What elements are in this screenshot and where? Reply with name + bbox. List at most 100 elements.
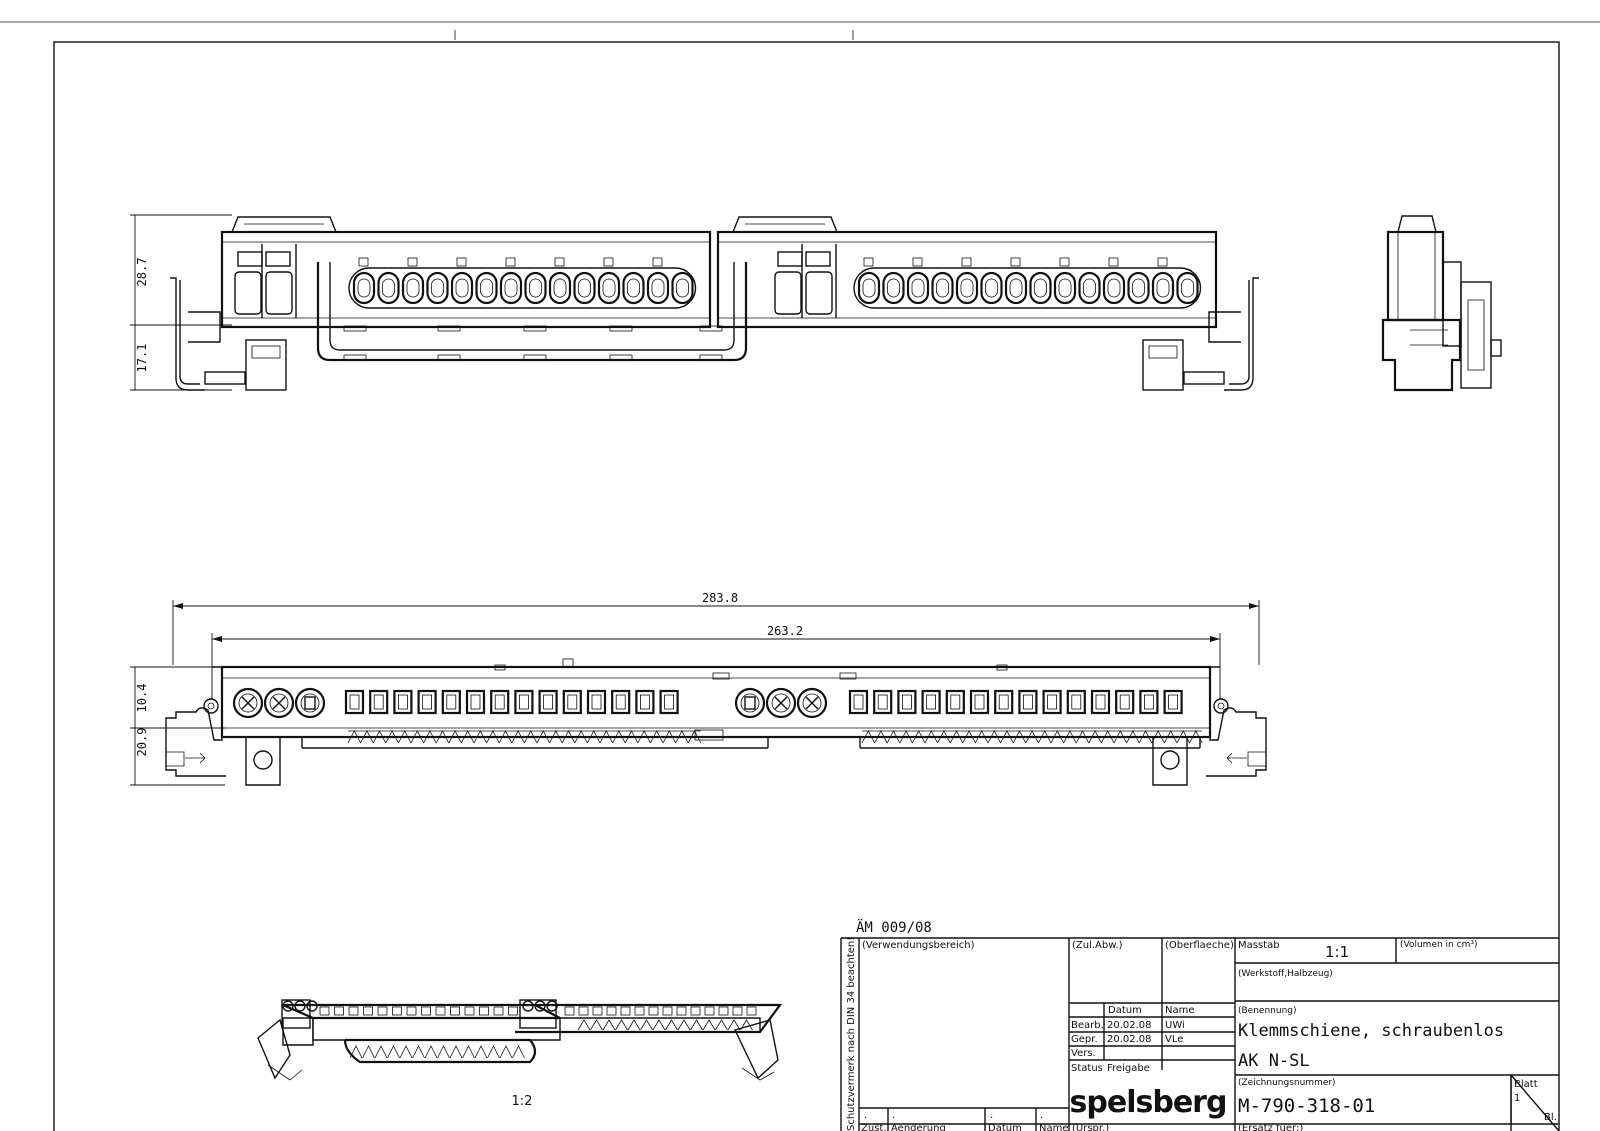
front-slot (490, 689, 510, 715)
iso-screw (294, 1000, 306, 1012)
terminal-opening-inner (1156, 278, 1170, 298)
front-terminal-slots (344, 689, 1183, 715)
iso-slot (746, 1006, 757, 1016)
iso-tooth (462, 1045, 475, 1059)
front-slot (369, 689, 389, 715)
screw-head (765, 687, 797, 719)
iso-tooth (349, 1045, 363, 1059)
terminal-opening-inner (382, 278, 395, 298)
screw-cross (774, 696, 788, 710)
terminal-opening-inner (455, 278, 469, 298)
iso-slot (648, 1006, 659, 1016)
usage-label: (Verwendungsbereich) (862, 940, 975, 951)
drawing-number: M-790-318-01 (1238, 1095, 1375, 1117)
terminal-opening-inner (887, 278, 900, 298)
screw-cross (241, 696, 255, 710)
volume-label: (Volumen in cm³) (1400, 940, 1477, 950)
terminal-window (358, 257, 369, 267)
terminal-opening-inner (985, 278, 998, 298)
rev-origin: (Urspr.) (1072, 1123, 1109, 1131)
front-slot (514, 689, 534, 715)
terminal-opening-inner (960, 278, 974, 298)
iso-tooth (640, 1019, 653, 1031)
iso-tooth (474, 1045, 488, 1059)
front-slot-inner (422, 694, 433, 710)
terminal-slots-left (348, 257, 697, 309)
terminal-opening (646, 271, 670, 305)
row-bearb-name: UWi (1165, 1020, 1185, 1031)
terminal-opening-inner (480, 278, 493, 298)
iso-slot (450, 1006, 460, 1016)
iso-tooth (362, 1045, 375, 1059)
terminal-opening (475, 271, 498, 305)
end-view (1381, 215, 1502, 392)
iso-slot (732, 1006, 743, 1016)
iso-tooth (399, 1045, 413, 1059)
terminal-opening (573, 271, 596, 305)
name-header: Name (1165, 1005, 1195, 1016)
terminal-opening (401, 271, 425, 305)
terminal-opening (524, 271, 547, 305)
terminal-opening-inner (602, 278, 616, 298)
terminal-window (1108, 257, 1119, 267)
sheet-frame (0, 21, 1600, 1131)
front-slot (848, 689, 869, 715)
screw-slot (304, 696, 316, 710)
terminal-opening (1176, 271, 1199, 305)
rev-replaces: (Ersatz fuer:) (1238, 1123, 1303, 1131)
terminal-opening-inner (357, 278, 371, 298)
iso-slot (564, 1006, 575, 1016)
front-slot-inner (640, 694, 650, 710)
rev-name: Name (1039, 1123, 1069, 1131)
terminal-opening-inner (1009, 278, 1023, 298)
iso-screw (282, 1000, 294, 1012)
iso-tooth (740, 1019, 753, 1031)
terminal-opening-inner (1083, 278, 1096, 298)
iso-scale-label: 1:2 (512, 1094, 533, 1109)
terminal-opening-inner (431, 278, 444, 298)
side-elevation-view: 28.7 17.1 (130, 214, 1259, 391)
rev-change: Aenderung (891, 1123, 946, 1131)
iso-slot (363, 1006, 373, 1016)
front-slot (417, 689, 437, 715)
front-slot-inner (1023, 694, 1033, 710)
front-slot (994, 689, 1014, 715)
iso-slot (578, 1006, 589, 1016)
front-slot (562, 689, 582, 715)
scale-value: 1:1 (1325, 943, 1349, 961)
front-slot (945, 689, 965, 715)
front-slot-inner (349, 694, 360, 710)
iso-tooth (615, 1019, 628, 1031)
terminal-opening-inner (862, 278, 876, 298)
terminal-opening (1078, 271, 1101, 305)
sheet-value: 1 (1514, 1093, 1520, 1104)
lever-group-left (234, 244, 297, 318)
front-slot-inner (877, 694, 888, 710)
iso-tooth (665, 1019, 678, 1031)
material-label: (Werkstoff,Halbzeug) (1238, 969, 1333, 979)
tolerance-label: (Zul.Abw.) (1072, 940, 1123, 951)
terminal-opening (548, 271, 572, 305)
terminal-opening (426, 271, 449, 305)
screw-slot (744, 696, 756, 710)
front-slot (344, 689, 365, 715)
company-logo: spelsberg (1070, 1085, 1227, 1120)
designation-label: (Benennung) (1238, 1006, 1297, 1016)
front-slot (1018, 689, 1038, 715)
iso-screw (522, 1000, 534, 1012)
iso-tooth (437, 1045, 450, 1059)
drawing-number-label: (Zeichnungsnummer) (1238, 1078, 1336, 1088)
screw-head-inner (771, 693, 791, 713)
change-note: ÄM 009/08 (856, 918, 932, 936)
iso-slot (464, 1006, 475, 1016)
terminal-opening (499, 271, 523, 305)
row-vers-label: Vers. (1071, 1048, 1096, 1059)
screw-head-inner (269, 693, 289, 713)
screw-cross (272, 696, 286, 710)
terminal-opening-inner (406, 278, 420, 298)
terminal-opening (955, 271, 979, 305)
terminal-opening (1004, 271, 1028, 305)
terminal-opening-inner (1181, 278, 1194, 298)
front-slot (969, 689, 990, 715)
